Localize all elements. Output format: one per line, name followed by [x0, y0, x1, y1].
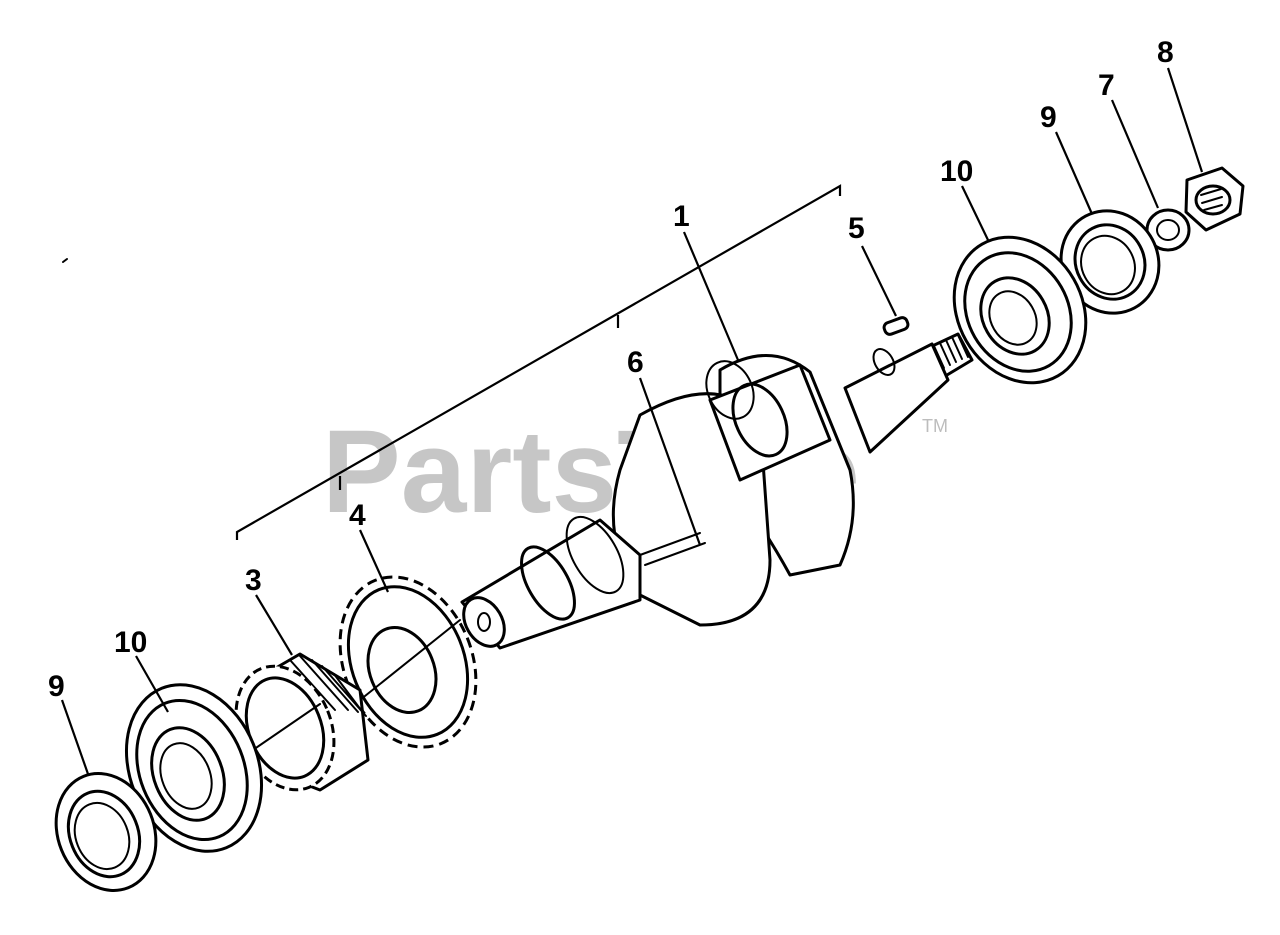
part-nut-8[interactable] [1184, 166, 1245, 232]
watermark-trademark: TM [922, 416, 948, 436]
part-bearing-10-left[interactable] [102, 664, 285, 871]
callout-9-left: 9 [48, 670, 65, 703]
callout-10-right: 10 [940, 155, 973, 188]
callout-10-left: 10 [114, 626, 147, 659]
part-key-5[interactable] [882, 316, 910, 336]
assembly-bracket [235, 184, 842, 540]
callout-5: 5 [848, 212, 865, 245]
stray-mark [62, 258, 68, 263]
callout-labels: 8 7 9 10 5 1 6 4 3 10 9 [48, 36, 1174, 703]
part-crankshaft-1[interactable] [455, 332, 974, 654]
callout-4: 4 [349, 499, 366, 532]
leader-lines [60, 67, 1204, 775]
part-drive-gear-3[interactable] [218, 651, 370, 804]
callout-8: 8 [1157, 36, 1174, 69]
callout-3: 3 [245, 564, 262, 597]
part-bearing-10-right[interactable] [928, 213, 1111, 407]
callout-9-right: 9 [1040, 101, 1057, 134]
callout-7: 7 [1098, 69, 1115, 102]
part-oil-seal-9-left[interactable] [39, 758, 173, 905]
callout-1: 1 [673, 200, 690, 233]
callout-6: 6 [627, 346, 644, 379]
part-crank-gear-4[interactable] [316, 556, 501, 767]
